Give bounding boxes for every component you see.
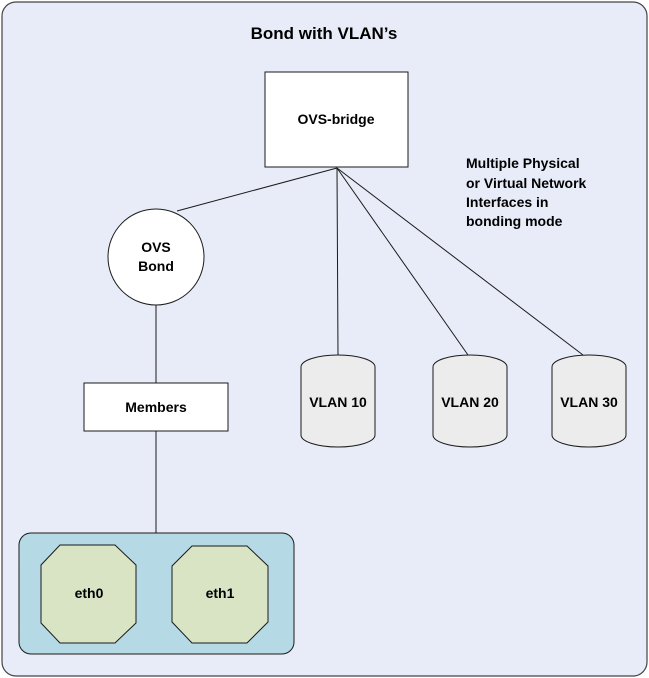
note-line-1: Multiple Physical xyxy=(466,155,580,171)
ovs-bridge-node: OVS-bridge xyxy=(264,71,409,168)
vlan-node: VLAN 20 xyxy=(432,354,508,448)
note-line-3: Interfaces in xyxy=(466,194,548,210)
vlan-label: VLAN 30 xyxy=(560,394,618,410)
interface-label: eth1 xyxy=(206,585,235,601)
vlan-node: VLAN 30 xyxy=(551,354,627,448)
note-line-2: or Virtual Network xyxy=(466,175,587,191)
bridge-to-vlan20-link xyxy=(336,167,469,356)
vlan-label: VLAN 20 xyxy=(441,394,499,410)
ovs-bridge-label: OVS-bridge xyxy=(297,111,374,127)
members-node: Members xyxy=(83,382,229,432)
interface-node: eth0 xyxy=(40,544,137,644)
ovs-bond-node: OVS Bond xyxy=(107,208,205,306)
diagram-title: Bond with VLAN’s xyxy=(251,24,398,43)
ovs-bond-label-line-1: OVS xyxy=(141,239,171,255)
vlan-node: VLAN 10 xyxy=(300,354,376,448)
bonding-note: Multiple Physical or Virtual Network Int… xyxy=(466,155,587,229)
bridge-to-vlan30-link xyxy=(336,167,584,356)
bridge-to-bond-link xyxy=(176,167,338,212)
ovs-bond-label-line-2: Bond xyxy=(138,258,174,274)
note-line-4: bonding mode xyxy=(466,213,563,229)
connectors xyxy=(155,167,584,533)
vlan-label: VLAN 10 xyxy=(309,394,367,410)
bridge-to-vlan10-link xyxy=(336,167,339,356)
interface-node: eth1 xyxy=(171,545,269,644)
interface-label: eth0 xyxy=(75,585,104,601)
members-label: Members xyxy=(125,399,187,415)
